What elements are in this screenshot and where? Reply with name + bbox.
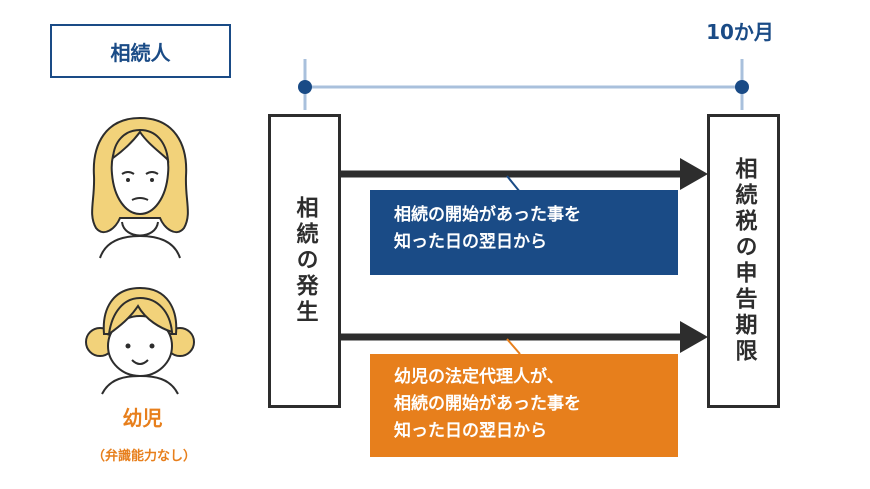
heir-label-box: 相続人 (50, 24, 231, 78)
child-arrow-head (680, 321, 708, 353)
adult-callout-line: 相続の開始があった事を (394, 205, 581, 225)
child-callout: 幼児の法定代理人が、 相続の開始があった事を 知った日の翌日から (370, 354, 678, 457)
adult-arrow-head (680, 158, 708, 190)
child-sublabel: （弁識能力なし） (91, 449, 196, 464)
end-box-text: 相続税の申告期限 (731, 157, 757, 365)
timeline-end-dot (735, 80, 749, 94)
inheritance-start-box: 相続の発生 (268, 114, 341, 408)
child-callout-line: 相続の開始があった事を (394, 394, 581, 414)
timeline-start-dot (298, 80, 312, 94)
adult-woman-icon (91, 116, 189, 259)
adult-callout-pointer (506, 175, 521, 193)
heir-label: 相続人 (110, 40, 171, 65)
period-label: 10か月 (706, 20, 774, 44)
young-child-icon (85, 286, 195, 395)
child-callout-pointer (506, 338, 521, 355)
child-callout-line: 幼児の法定代理人が、 (394, 367, 564, 387)
adult-callout: 相続の開始があった事を 知った日の翌日から (370, 190, 678, 275)
adult-callout-line: 知った日の翌日から (394, 232, 547, 252)
tax-deadline-box: 相続税の申告期限 (707, 114, 780, 408)
child-callout-line: 知った日の翌日から (394, 421, 547, 441)
start-box-text: 相続の発生 (292, 196, 318, 326)
child-label: 幼児 (122, 406, 163, 430)
